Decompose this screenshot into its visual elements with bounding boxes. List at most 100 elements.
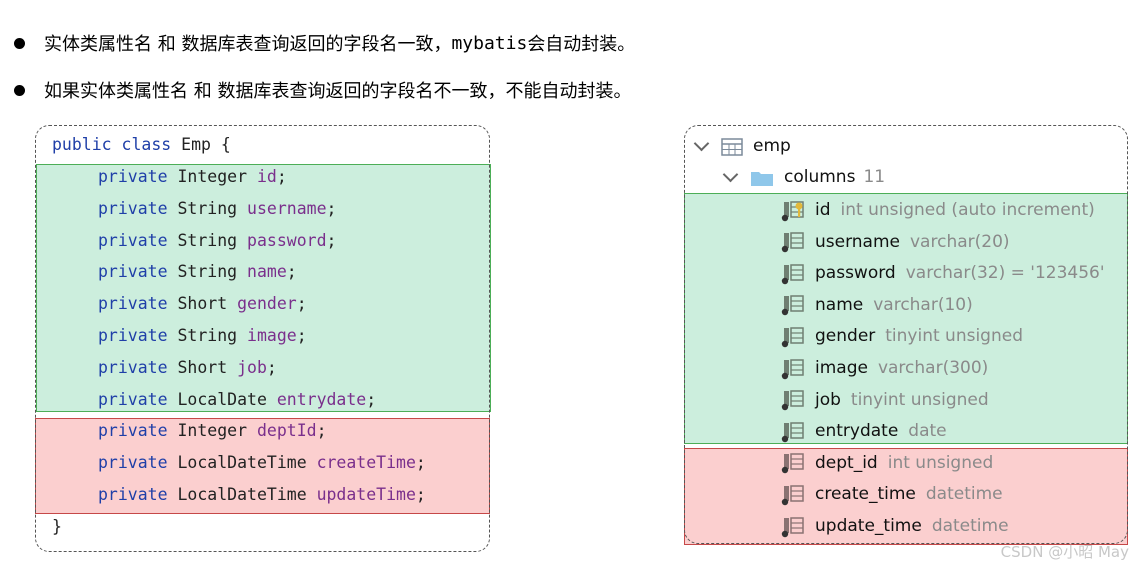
code-field-type: LocalDate (177, 389, 267, 409)
column-icon (781, 294, 805, 316)
code-mismatch-highlight (35, 418, 490, 514)
code-field-kw: private (98, 421, 168, 441)
column-icon (781, 327, 804, 348)
column-icon (781, 484, 805, 506)
key-column-icon (781, 200, 804, 221)
tree-node-columns[interactable]: columns 11 (722, 162, 886, 193)
db-column-name: update_time (815, 516, 922, 536)
db-column-name: entrydate (815, 421, 899, 442)
folder-icon (751, 171, 773, 186)
code-field-line: private LocalDateTime updateTime; (98, 479, 426, 511)
code-field-type: String (177, 198, 238, 218)
code-field-line: private Short job; (98, 352, 277, 384)
db-column-type: varchar(20) (910, 231, 1010, 252)
code-field-line: private String password; (98, 225, 336, 257)
code-field-type: Short (177, 357, 228, 377)
code-field-line: private String image; (98, 320, 307, 352)
code-field-kw: private (98, 357, 168, 377)
db-column-name: job (815, 389, 841, 410)
code-field-name: name (247, 262, 287, 282)
code-field-name: updateTime (316, 485, 416, 504)
column-icon (781, 452, 805, 474)
db-column-type: varchar(10) (873, 294, 973, 315)
watermark-text: CSDN @小昭 May (1000, 543, 1129, 561)
code-field-type: LocalDateTime (177, 453, 307, 473)
db-column-type: datetime (925, 484, 1003, 505)
column-icon (781, 421, 804, 442)
column-icon (781, 232, 804, 253)
code-field-name: image (247, 326, 297, 345)
db-column-name: name (815, 294, 864, 315)
column-icon (781, 358, 804, 379)
table-name: emp (753, 136, 791, 156)
db-column-row[interactable]: create_time datetime (781, 479, 1003, 510)
db-matching-highlight (684, 193, 1128, 444)
column-icon (781, 453, 804, 474)
column-icon (781, 231, 805, 253)
code-field-kw: private (98, 326, 168, 345)
column-icon (781, 389, 805, 411)
bullet-item-consistent: 实体类属性名 和 数据库表查询返回的字段名一致， mybatis 会自动封装。 (14, 30, 635, 56)
db-column-type: date (908, 421, 947, 442)
code-semicolon: ; (286, 262, 297, 282)
tree-node-table-emp[interactable]: emp (693, 131, 791, 162)
code-field-kw: private (98, 198, 168, 218)
column-icon (781, 485, 804, 506)
bullet-item-inconsistent: 如果实体类属性名 和 数据库表查询返回的字段名不一致，不能自动封装。 (14, 77, 631, 103)
code-field-name: deptId (256, 421, 317, 441)
db-column-type: varchar(300) (877, 358, 989, 378)
code-field-kw: private (98, 262, 168, 282)
column-icon (781, 326, 805, 348)
code-keyword: public class (52, 135, 172, 154)
code-field-name: gender (237, 294, 297, 314)
db-column-name: gender (815, 326, 876, 347)
db-column-row[interactable]: entrydate date (781, 416, 947, 447)
db-column-row[interactable]: gender tinyint unsigned (781, 321, 1023, 352)
column-icon (781, 516, 805, 538)
columns-count: 11 (863, 167, 886, 187)
bullet-text-suffix: 会自动封装。 (527, 34, 636, 55)
code-semicolon: ; (316, 421, 327, 441)
code-semicolon: ; (326, 198, 337, 218)
column-icon (781, 358, 805, 380)
code-field-type: String (177, 230, 238, 250)
db-column-type: tinyint unsigned (885, 326, 1024, 347)
column-icon (781, 263, 804, 284)
bullet-dot-icon (14, 84, 25, 96)
code-field-line: private Integer id; (98, 161, 287, 193)
code-class-name: Emp { (171, 135, 231, 154)
code-field-type: Integer (177, 167, 248, 186)
column-icon (781, 516, 804, 537)
code-field-kw: private (98, 230, 168, 250)
database-tree-panel (684, 125, 1128, 544)
code-field-kw: private (98, 453, 168, 473)
code-class-footer: } (52, 517, 62, 536)
db-column-name: create_time (815, 484, 916, 505)
code-field-kw: private (98, 167, 168, 186)
db-column-type: tinyint unsigned (850, 389, 989, 410)
code-field-kw: private (98, 485, 168, 504)
column-icon (781, 295, 804, 316)
chevron-down-icon[interactable] (722, 166, 739, 183)
db-column-name: id (815, 200, 831, 220)
db-column-name: image (815, 358, 868, 378)
code-semicolon: ; (415, 453, 426, 473)
code-field-line: private String username; (98, 193, 336, 225)
code-semicolon: ; (326, 230, 337, 250)
code-field-line: private Integer deptId; (98, 415, 327, 447)
code-field-line: private LocalDate entrydate; (98, 384, 376, 416)
code-field-type: String (177, 326, 238, 345)
column-icon (781, 263, 805, 285)
db-column-row[interactable]: job tinyint unsigned (781, 385, 989, 416)
code-semicolon: ; (366, 389, 377, 409)
db-column-row[interactable]: image varchar(300) (781, 353, 988, 384)
code-matching-highlight (36, 164, 491, 412)
chevron-down-icon[interactable] (693, 135, 710, 152)
bullet-text-prefix: 如果实体类属性名 和 数据库表查询返回的字段名不一致，不能自动封装。 (44, 81, 632, 102)
db-column-row[interactable]: name varchar(10) (781, 290, 973, 321)
